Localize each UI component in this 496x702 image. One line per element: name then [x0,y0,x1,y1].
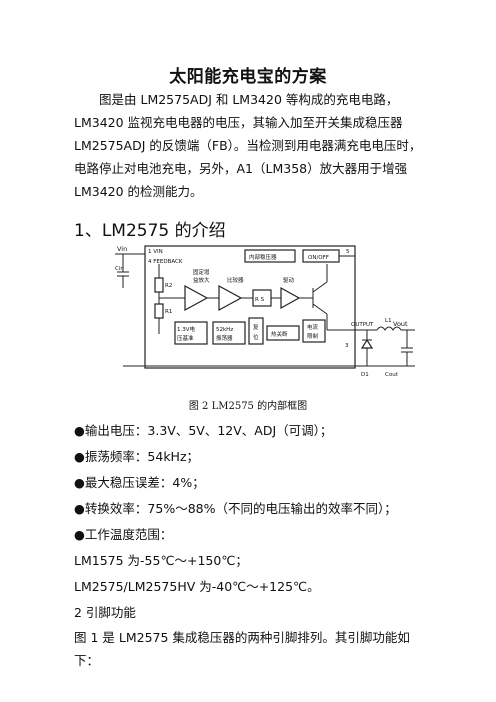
driver-label: 驱动 [283,277,295,284]
feature-temperature: ●工作温度范围： [74,527,173,542]
feature-error: ●最大稳压误差：4%； [74,475,205,490]
r2-label: R2 [165,283,172,289]
figure-caption: 图 2 LM2575 的内部框图 [188,401,308,412]
pin3-label: 3 [345,343,349,349]
feature-frequency: ●振荡频率：54kHz； [74,449,200,464]
oscillator-label-2: 振荡器 [216,334,233,342]
ic-outline [144,245,356,369]
feedback-pin-label: 4 FEEDBACK [148,259,183,265]
output-label: OUTPUT [351,322,374,328]
reference-box [174,321,208,345]
temp-line-lm2575: LM2575/LM2575HV 为-40℃～+125℃。 [74,579,320,594]
temp-line-lm1575: LM1575 为-55℃～+150℃； [74,553,248,568]
reset-box [248,317,264,345]
gain-amp-label-2: 益放大 [193,276,210,284]
vin-label: Vin [117,245,127,253]
pin-intro-paragraph: 图 1 是 LM2575 集成稳压器的两种引脚排列。其引脚功能如下： [74,630,410,668]
section-heading: 1、LM2575 的介绍 [74,221,226,241]
current-limit-label-1: 电流 [307,323,319,331]
cin-label: Cin [115,266,124,272]
thermal-shutdown-box [266,325,300,341]
comparator-label: 比较器 [227,276,244,284]
internal-regulator-box [244,249,296,263]
reference-label-2: 压基准 [177,334,194,342]
sub-heading: 2 引脚功能 [74,605,136,620]
document-title: 太阳能充电宝的方案 [169,67,327,87]
flip-flop-label: R S [255,297,265,303]
reference-label-1: 1.3V电 [177,325,196,333]
d1-label: D1 [361,372,369,378]
cout-label: Cout [385,372,399,378]
reset-label-1: 复 [253,323,259,331]
reset-label-2: 位 [253,333,259,341]
comparator [218,284,243,312]
l1-label: L1 [385,318,392,324]
gain-amplifier [184,284,209,312]
vin-pin-label: 1 VIN [148,249,163,255]
current-limit-label-2: 限制 [307,332,319,340]
internal-regulator-label: 内部稳压器 [249,253,277,261]
gain-amp-label-1: 固定增 [193,268,210,276]
r1-label: R1 [165,309,172,315]
intro-paragraph: 图是由 LM2575ADJ 和 LM3420 等构成的充电电路，LM3420 监… [74,92,422,199]
driver [280,286,301,310]
feature-efficiency: ●转换效率：75%～88%（不同的电压输出的效率不同）； [74,501,397,516]
feature-output-voltage: ●输出电压：3.3V、5V、12V、ADJ（可调）； [74,423,333,438]
current-limit-box [302,319,326,343]
lm2575-block-diagram: Vin Cin 1 VIN 4 FEEDBACK 内部稳压器 ON/OFF 5 … [115,245,415,378]
oscillator-label-1: 52kHz [216,327,233,333]
vout-label: Vout [393,320,408,328]
thermal-shutdown-label: 热关断 [271,330,288,338]
on-off-label: ON/OFF [308,255,329,261]
pin5-label: 5 [346,249,350,255]
oscillator-box [212,321,246,345]
